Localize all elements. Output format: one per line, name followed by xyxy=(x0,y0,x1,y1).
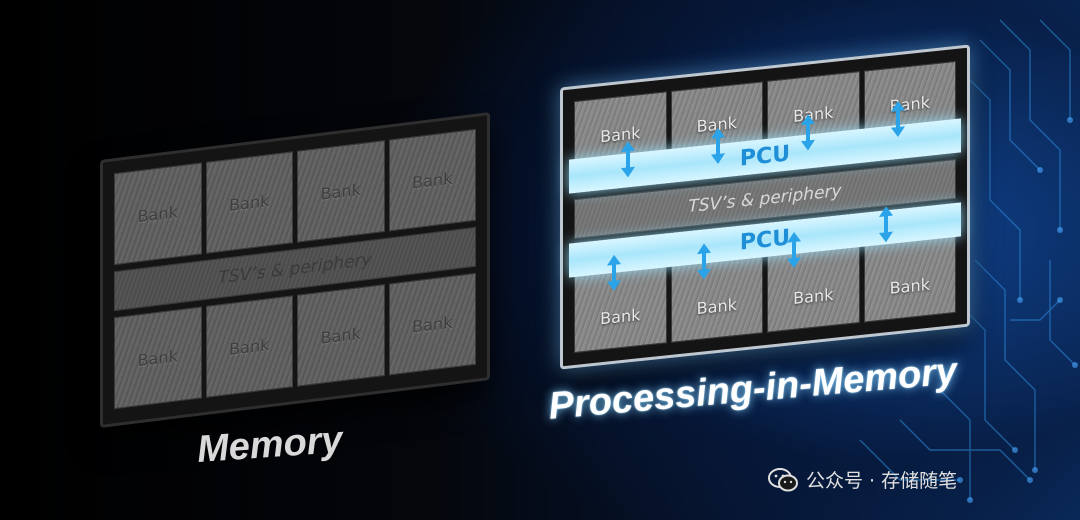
memory-bank: Bank xyxy=(297,140,385,243)
double-arrow-icon xyxy=(697,243,711,280)
double-arrow-icon xyxy=(787,231,801,268)
double-arrow-icon xyxy=(879,206,893,243)
double-arrow-icon xyxy=(891,101,905,138)
pim-chip: Bank Bank Bank Bank PCU TSV’s & peripher… xyxy=(560,44,970,370)
memory-bank: Bank xyxy=(388,272,476,376)
memory-bank: Bank xyxy=(388,128,476,232)
memory-bank: Bank xyxy=(205,151,293,254)
double-arrow-icon xyxy=(621,141,635,178)
watermark: 公众号 · 存储随笔 xyxy=(768,466,957,493)
watermark-text: 公众号 · 存储随笔 xyxy=(806,470,958,492)
memory-chip: Bank Bank Bank Bank TSV’s & periphery Ba… xyxy=(100,112,490,428)
double-arrow-icon xyxy=(607,254,621,291)
double-arrow-icon xyxy=(801,114,815,151)
memory-bank: Bank xyxy=(297,284,385,387)
wechat-icon xyxy=(768,467,798,491)
double-arrow-icon xyxy=(711,127,725,164)
memory-bank: Bank xyxy=(114,162,202,266)
memory-bank: Bank xyxy=(205,295,293,398)
memory-bank: Bank xyxy=(114,306,202,410)
